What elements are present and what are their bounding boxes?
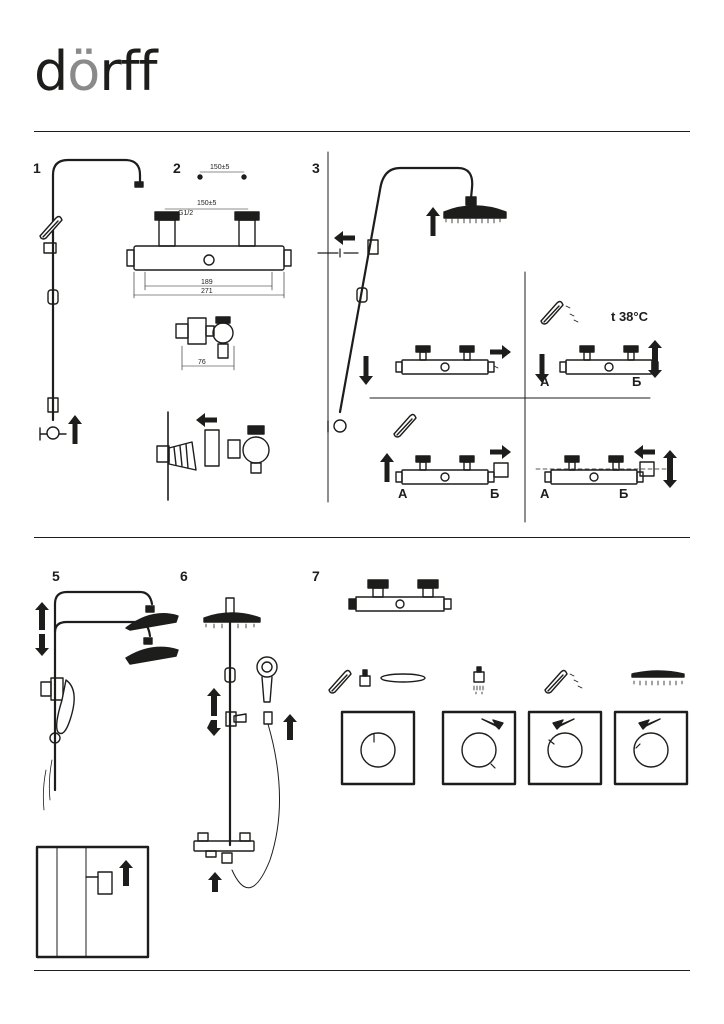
step-number-7: 7	[312, 568, 320, 584]
step7-modes	[328, 579, 689, 786]
step-number-1: 1	[33, 160, 41, 176]
dimension-label: G1/2	[178, 210, 193, 217]
logo-d: d	[34, 40, 68, 103]
middle-divider	[34, 537, 690, 538]
step2-mixer-dimensions: 150±5 150±5 G1/2 189 271	[126, 164, 292, 501]
label-a-bottom-left: А	[398, 486, 408, 501]
label-b-bottom-right: Б	[619, 486, 629, 501]
step5-height-adjust	[35, 590, 179, 959]
dim-271: 271	[201, 288, 213, 295]
top-divider	[34, 131, 690, 132]
label-b-bottom-left: Б	[490, 486, 500, 501]
label-a-bottom-right: А	[540, 486, 550, 501]
dimension-label: 150±5	[197, 200, 217, 207]
step3-installation	[317, 166, 677, 523]
step6-assembly	[193, 597, 297, 892]
dim-76: 76	[198, 359, 206, 366]
step-number-3: 3	[312, 160, 320, 176]
step-number-6: 6	[180, 568, 188, 584]
temperature-label: t 38°C	[611, 309, 648, 324]
label-b-top-right: Б	[632, 374, 642, 389]
arrow-left-icon	[195, 412, 218, 428]
step1-shower-column	[39, 158, 144, 445]
dimension-label: 150±5	[210, 164, 230, 171]
dim-189: 189	[201, 279, 213, 286]
logo-rff: rff	[99, 40, 157, 103]
logo-o: ö	[67, 40, 100, 103]
label-a-top-right: А	[540, 374, 550, 389]
dorff-logo: dörff	[34, 44, 158, 100]
step-number-5: 5	[52, 568, 60, 584]
step-number-2: 2	[173, 160, 181, 176]
bottom-divider	[34, 970, 690, 971]
arrow-up-icon	[67, 414, 83, 445]
